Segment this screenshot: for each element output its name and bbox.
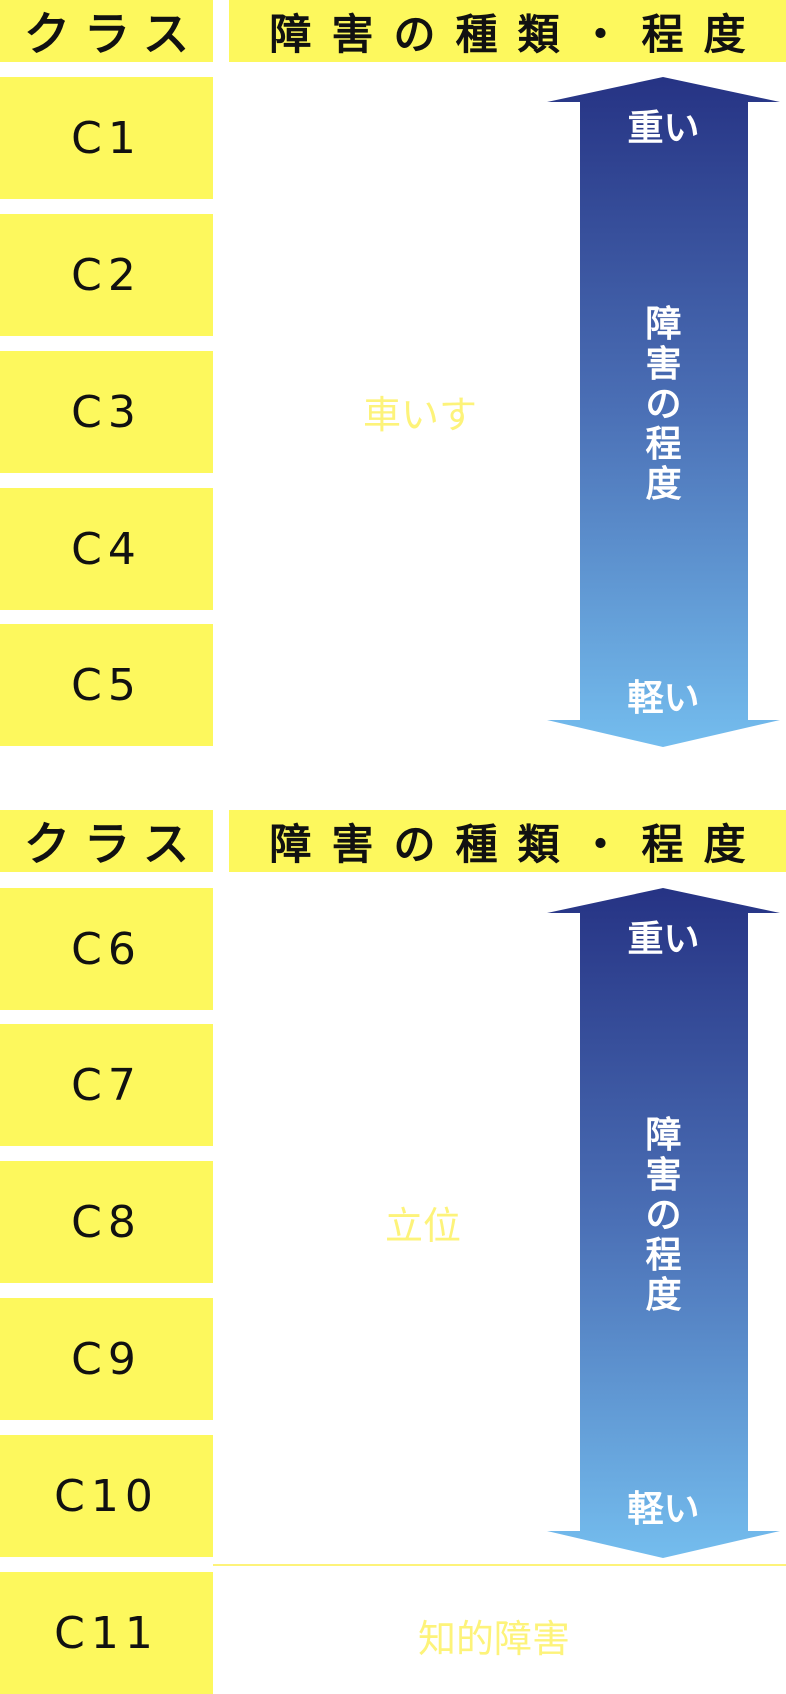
class-cell-c5: C5 xyxy=(0,624,213,746)
severity-arrow: 重い 障 害 の 程 度 軽い xyxy=(546,888,781,1558)
class-cell-c8: C8 xyxy=(0,1161,213,1283)
arrow-label-degree: 障 害 の 程 度 xyxy=(645,1115,682,1316)
row-divider xyxy=(213,1564,786,1566)
type-label-intellectual: 知的障害 xyxy=(418,1617,571,1661)
class-cell-c6: C6 xyxy=(0,888,213,1010)
arrow-label-light: 軽い xyxy=(627,1489,700,1530)
class-cell-c7: C7 xyxy=(0,1024,213,1146)
class-cell-c4: C4 xyxy=(0,488,213,610)
class-cell-c10: C10 xyxy=(0,1435,213,1557)
header-class: クラス xyxy=(0,810,213,872)
type-label-wheelchair: 車いす xyxy=(363,393,478,437)
arrow-label-light: 軽い xyxy=(627,678,700,719)
class-cell-c1: C1 xyxy=(0,77,213,199)
class-cell-c2: C2 xyxy=(0,214,213,336)
class-cell-c9: C9 xyxy=(0,1298,213,1420)
arrow-shape xyxy=(547,888,780,1558)
arrow-label-heavy: 重い xyxy=(627,108,700,149)
header-class: クラス xyxy=(0,0,213,62)
severity-arrow: 重い 障 害 の 程 度 軽い xyxy=(546,77,781,747)
arrow-label-heavy: 重い xyxy=(627,919,700,960)
arrow-shape xyxy=(547,77,780,747)
type-label-standing: 立位 xyxy=(385,1204,462,1248)
class-cell-c11: C11 xyxy=(0,1572,213,1694)
header-type-degree: 障害の種類・程度 xyxy=(229,0,786,62)
header-type-degree: 障害の種類・程度 xyxy=(229,810,786,872)
arrow-label-degree: 障 害 の 程 度 xyxy=(645,304,682,505)
class-cell-c3: C3 xyxy=(0,351,213,473)
